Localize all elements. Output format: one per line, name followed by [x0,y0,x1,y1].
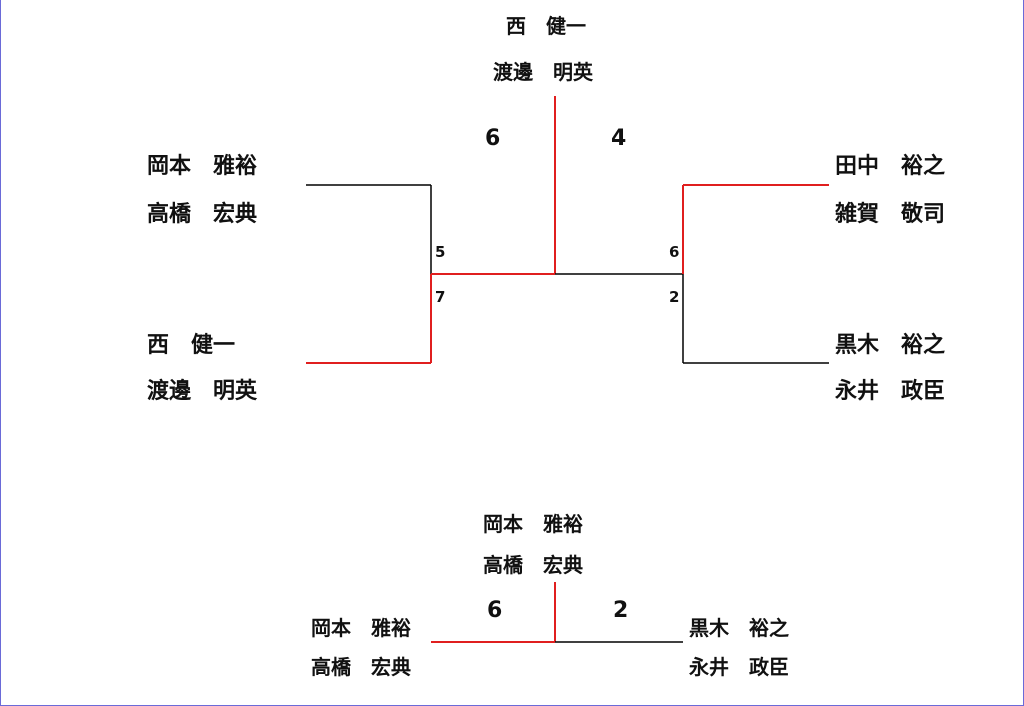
third-score-left: 6 [487,598,503,623]
third-right-player-1: 黒木 裕之 [689,616,789,640]
third-winner-player-1: 岡本 雅裕 [483,512,583,536]
semi2-bottom-player-1: 黒木 裕之 [835,333,946,358]
semi2-top-player-2: 雑賀 敬司 [835,202,946,227]
semi2-top-player-1: 田中 裕之 [835,154,946,179]
third-winner-player-2: 高橋 宏典 [483,553,583,577]
third-left-player-2: 高橋 宏典 [311,655,411,679]
semi2-score-top: 6 [669,243,680,261]
third-score-right: 2 [613,598,629,623]
semi2-bottom-player-2: 永井 政臣 [835,379,946,404]
semi1-score-bottom: 7 [435,288,446,306]
semi1-bottom-player-2: 渡邊 明英 [147,379,258,404]
third-left-player-1: 岡本 雅裕 [311,616,411,640]
third-right-player-2: 永井 政臣 [689,655,789,679]
semi2-score-bottom: 2 [669,288,680,306]
champion-player-2: 渡邊 明英 [493,60,593,84]
final-score-left: 6 [485,126,501,151]
semi1-bottom-player-1: 西 健一 [147,333,236,358]
champion-player-1: 西 健一 [506,14,586,38]
semi1-score-top: 5 [435,243,446,261]
final-score-right: 4 [611,126,627,151]
semi1-top-player-1: 岡本 雅裕 [147,154,258,179]
semi1-top-player-2: 高橋 宏典 [147,202,258,227]
